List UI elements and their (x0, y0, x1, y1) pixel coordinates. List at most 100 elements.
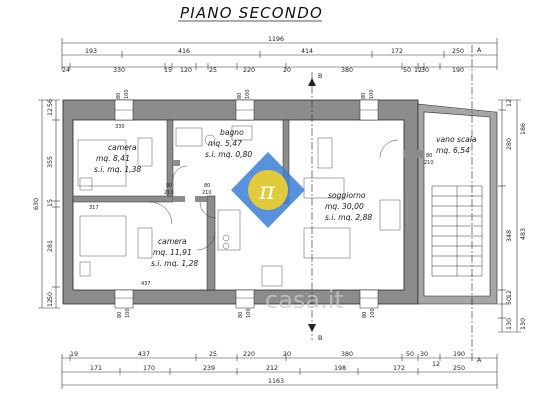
section-arrows (308, 78, 316, 332)
section-mark-b-top: B (318, 73, 322, 80)
dim-top-416: 416 (178, 48, 190, 55)
opening-label: 100 (125, 308, 131, 318)
dim-top-220: 220 (243, 67, 255, 74)
dim-right-186: 186 (520, 123, 527, 135)
window-glazing (115, 109, 378, 299)
room-area: mq. 5,47 (208, 139, 242, 148)
dim-left-12: 12 (47, 108, 54, 116)
section-mark-a-top: A (477, 47, 482, 54)
room-vano-scala: vano scala mq. 6,54 (436, 135, 477, 155)
dim-top-120: 120 (180, 67, 192, 74)
section-lines (311, 45, 473, 362)
room-name: camera (158, 237, 187, 246)
dim-bottom-50: 50 (406, 351, 414, 358)
dim-bottom-239: 239 (203, 365, 215, 372)
opening-label: 80 (116, 93, 122, 99)
opening-label: 80 (166, 183, 172, 189)
right-dimension-lines (498, 99, 521, 333)
dim-bottom-171: 171 (90, 365, 102, 372)
dim-left-630: 630 (33, 198, 40, 210)
dim-bottom-total: 1163 (268, 378, 284, 385)
room-area: mq. 11,91 (153, 248, 192, 257)
dim-top-190: 190 (452, 67, 464, 74)
bottom-dimension-lines (61, 354, 498, 389)
dim-bottom-198: 198 (334, 365, 346, 372)
opening-label: 330 (115, 124, 125, 130)
dim-top-380: 380 (341, 67, 353, 74)
plan-title: PIANO SECONDO (180, 4, 323, 22)
opening-label: 437 (141, 281, 151, 287)
room-camera-1: camera mq. 8,41 s.i. mq. 1,38 (94, 143, 141, 174)
opening-label: 80 (237, 93, 243, 99)
room-bagno: bagno mq. 5,47 s.i. mq. 0,80 (205, 128, 252, 159)
opening-label: 100 (370, 308, 376, 318)
room-si: s.i. mq. 0,80 (205, 150, 252, 159)
dim-bottom-220: 220 (243, 351, 255, 358)
room-si: s.i. mq. 1,38 (94, 165, 141, 174)
furniture (77, 125, 401, 287)
opening-label: 80 (362, 312, 368, 318)
dim-top-414: 414 (301, 48, 313, 55)
room-name: camera (108, 143, 137, 152)
dim-top-193: 193 (85, 48, 97, 55)
opening-label: 210 (164, 190, 174, 196)
opening-label: 317 (89, 205, 99, 211)
dim-bottom-212: 212 (266, 365, 278, 372)
dim-bottom-19: 19 (70, 351, 78, 358)
dim-bottom-380: 380 (341, 351, 353, 358)
dim-right-50: 50 (506, 297, 513, 305)
dim-right-483: 483 (520, 228, 527, 240)
dim-left-281: 281 (47, 240, 54, 252)
dim-bottom-20: 20 (283, 351, 291, 358)
dim-bottom-12: 12 (432, 361, 440, 368)
opening-label: 80 (361, 93, 367, 99)
left-dimension-labels: 12 56 355 15 281 50 12 630 (33, 99, 54, 307)
opening-label: 80 (426, 153, 432, 159)
room-name: bagno (220, 128, 244, 137)
room-si: s.i. mq. 2,88 (325, 213, 372, 222)
dim-right-130b: 130 (520, 318, 527, 330)
dim-left-15: 15 (47, 199, 54, 207)
opening-label: 80 (238, 312, 244, 318)
watermark-text: casa.it (265, 286, 344, 314)
dim-top-172: 172 (391, 48, 403, 55)
dim-top-20: 20 (283, 67, 291, 74)
dim-bottom-250: 250 (453, 365, 465, 372)
room-si: s.i. mq. 1,28 (151, 259, 198, 268)
dim-bottom-190: 190 (453, 351, 465, 358)
room-camera-2: camera mq. 11,91 s.i. mq. 1,28 (151, 237, 198, 268)
right-dimension-labels: 12 186 280 348 483 12 50 130 130 (506, 99, 527, 330)
room-area: mq. 6,54 (436, 146, 470, 155)
dim-top-250: 250 (452, 48, 464, 55)
dim-top-24: 24 (62, 67, 70, 74)
opening-label: 100 (124, 89, 130, 99)
dim-top-25: 25 (209, 67, 217, 74)
dim-top-50: 50 (403, 67, 411, 74)
dim-bottom-172: 172 (393, 365, 405, 372)
dim-right-12b: 12 (506, 290, 513, 298)
dim-top-30: 30 (421, 67, 429, 74)
dim-right-348: 348 (506, 230, 513, 242)
dim-right-12: 12 (506, 99, 513, 107)
watermark-logo: π (231, 152, 305, 228)
opening-label: 100 (245, 89, 251, 99)
dim-right-280: 280 (506, 138, 513, 150)
opening-label: 100 (369, 89, 375, 99)
dim-left-50: 50 (47, 292, 54, 300)
opening-label: 80 (204, 183, 210, 189)
top-dimension-lines (61, 38, 498, 70)
section-mark-b-bottom: B (318, 335, 322, 342)
opening-label: 100 (246, 308, 252, 318)
dim-left-56: 56 (47, 99, 54, 107)
room-area: mq. 30,00 (325, 202, 364, 211)
opening-labels: 80 100 80 100 80 100 80 100 80 100 80 10… (89, 89, 434, 318)
dim-left-12b: 12 (47, 299, 54, 307)
dim-top-total: 1196 (268, 36, 284, 43)
room-name: vano scala (436, 135, 477, 144)
dim-top-12: 12 (414, 67, 422, 74)
section-mark-a-bottom: A (477, 357, 482, 364)
dim-top-330: 330 (113, 67, 125, 74)
room-name: soggiorno (328, 191, 366, 200)
stairs (431, 185, 483, 277)
dim-top-15: 15 (164, 67, 172, 74)
